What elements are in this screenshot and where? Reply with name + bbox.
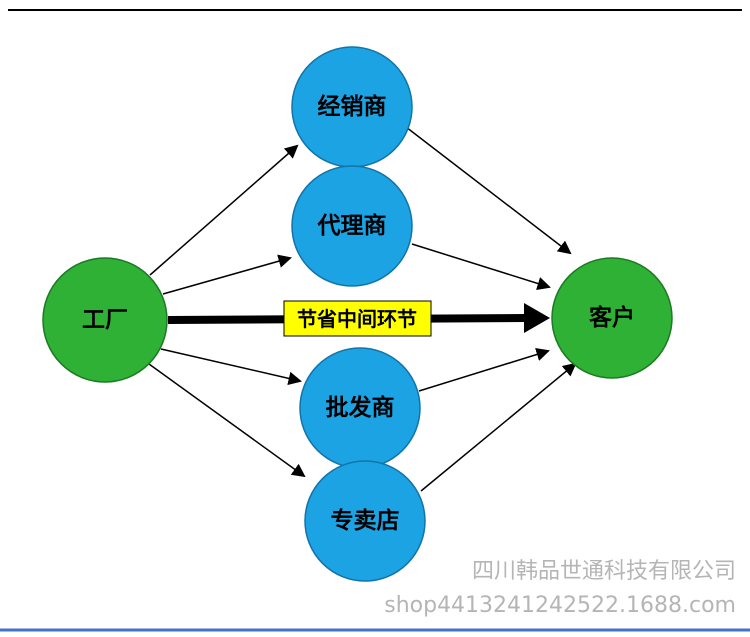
customer-node: 客户: [551, 257, 673, 379]
direct-arrow-head: [524, 303, 550, 333]
arrow-factory-to-agent: [162, 254, 292, 295]
arrow-store-to-customer: [420, 362, 577, 492]
distributor-label: 经销商: [318, 93, 387, 120]
distributor-node: 经销商: [291, 46, 413, 168]
arrow-factory-to-wholesaler: [160, 348, 302, 386]
factory-label: 工厂: [82, 307, 128, 333]
wholesaler-label: 批发商: [326, 394, 395, 421]
factory-node: 工厂: [42, 257, 168, 383]
shortcut-label: 节省中间环节: [297, 307, 417, 331]
arrow-agent-to-customer: [411, 243, 551, 291]
store-node: 专卖店: [304, 460, 426, 582]
agent-label: 代理商: [317, 212, 387, 239]
arrow-wholesaler-to-customer: [418, 347, 550, 392]
arrow-factory-to-store: [148, 363, 306, 478]
wholesaler-node: 批发商: [299, 347, 421, 469]
store-label: 专卖店: [331, 507, 400, 534]
watermark-company: 四川韩品世通科技有限公司: [472, 559, 736, 584]
customer-label: 客户: [589, 304, 635, 331]
arrow-distributor-to-customer: [405, 126, 572, 255]
shortcut-banner: 节省中间环节: [283, 300, 432, 337]
arrow-factory-to-distributor: [149, 144, 299, 276]
agent-node: 代理商: [291, 165, 413, 287]
watermark-url: shop4413241242522.1688.com: [384, 593, 736, 618]
